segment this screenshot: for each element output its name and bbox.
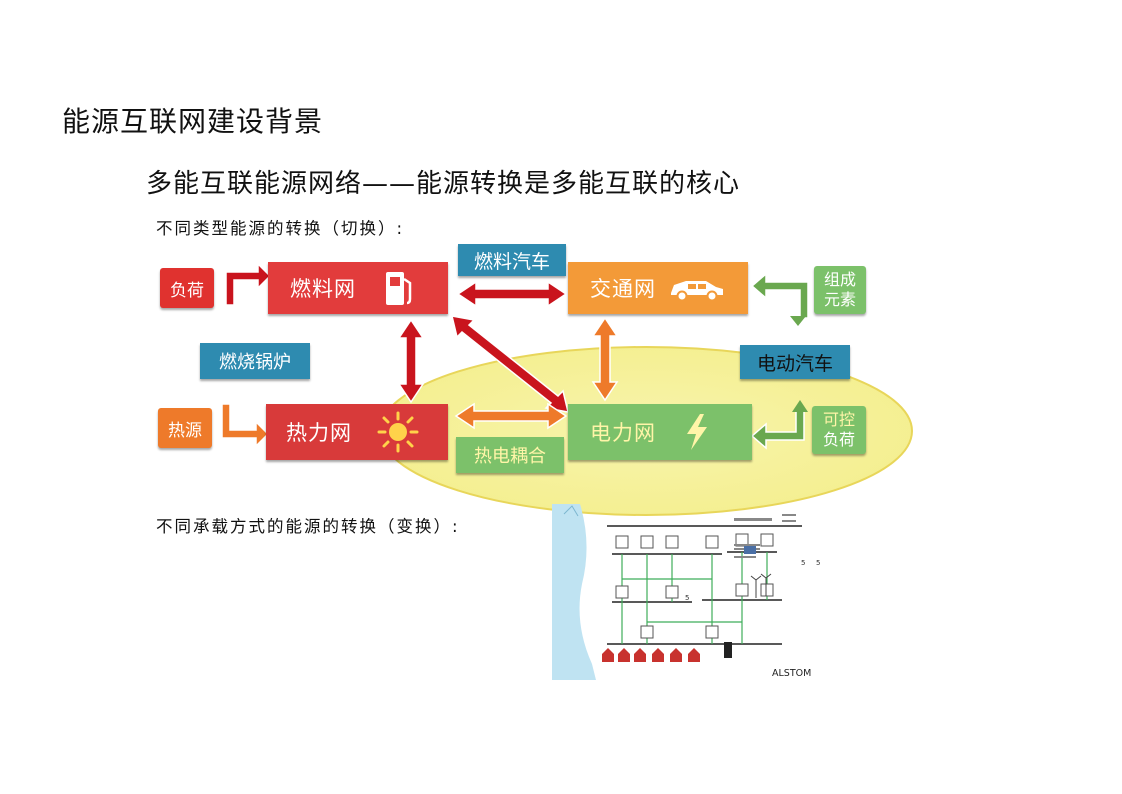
- node-transport-grid: 交通网: [568, 262, 748, 314]
- car-icon: [671, 281, 723, 302]
- arrow-heat-power: [454, 402, 568, 430]
- arrow-load-fuel: [225, 262, 272, 306]
- page-subtitle: 多能互联能源网络——能源转换是多能互联的核心: [146, 169, 741, 199]
- coastline-shape: [552, 504, 596, 680]
- grid-mark-3: 5: [816, 559, 820, 567]
- tag-controllable-load: 可控 负荷: [812, 406, 866, 454]
- node-power-grid-label: 电力网: [590, 421, 656, 445]
- grid-mark-2: 5: [801, 559, 805, 567]
- arrow-fuel-heat: [397, 318, 425, 404]
- tag-combustion-boiler: 燃烧锅炉: [200, 343, 310, 379]
- tag-fuel-vehicle: 燃料汽车: [458, 244, 566, 276]
- arrow-components-transport: [750, 272, 809, 326]
- arrow-transport-power: [591, 316, 619, 402]
- tag-load: 负荷: [160, 268, 214, 308]
- section-label-conversion: 不同类型能源的转换（切换）:: [156, 219, 405, 238]
- lightning-icon: [687, 414, 707, 450]
- grid-image-caption: ALSTOM: [772, 668, 811, 679]
- tag-load-label: 负荷: [170, 280, 204, 301]
- node-power-grid: 电力网: [568, 404, 752, 460]
- tag-controllable-line2: 负荷: [822, 430, 855, 449]
- node-fuel-grid-label: 燃料网: [290, 277, 356, 301]
- tag-heat-source: 热源: [158, 408, 212, 448]
- fuel-pump-icon: [386, 272, 412, 305]
- node-fuel-grid: 燃料网: [268, 262, 448, 314]
- tag-electric-vehicle: 电动汽车: [740, 345, 850, 379]
- tag-controllable-line1: 可控: [822, 410, 855, 429]
- section-label-transformation: 不同承载方式的能源的转换（变换）:: [156, 517, 460, 536]
- sun-icon: [377, 411, 419, 453]
- node-heat-grid-label: 热力网: [286, 421, 352, 445]
- tag-combustion-boiler-label: 燃烧锅炉: [219, 352, 291, 373]
- page-title: 能源互联网建设背景: [62, 105, 324, 138]
- tag-components: 组成 元素: [814, 266, 866, 314]
- tag-components-line1: 组成: [823, 270, 856, 289]
- tag-heat-source-label: 热源: [168, 420, 202, 441]
- arrow-controllable-power: [750, 400, 808, 450]
- tag-electric-vehicle-label: 电动汽车: [756, 352, 833, 375]
- grid-schematic-image: 5 5 5 ALSTOM: [552, 504, 820, 680]
- tag-chp-coupling-label: 热电耦合: [474, 446, 546, 467]
- node-heat-grid: 热力网: [266, 404, 448, 460]
- arrow-heatsource-heat: [221, 403, 270, 448]
- grid-mark-1: 5: [685, 594, 689, 602]
- node-transport-grid-label: 交通网: [590, 277, 656, 301]
- tag-components-line2: 元素: [823, 290, 856, 309]
- tag-fuel-vehicle-label: 燃料汽车: [473, 250, 550, 273]
- tag-chp-coupling: 热电耦合: [456, 437, 564, 473]
- arrow-fuel-transport: [456, 280, 568, 308]
